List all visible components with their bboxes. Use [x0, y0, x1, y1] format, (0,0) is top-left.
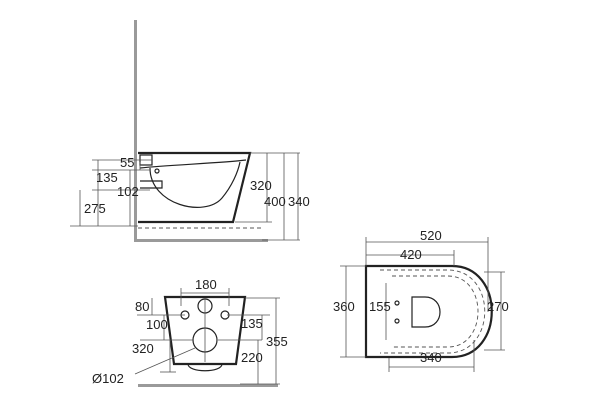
dim-102: 102	[117, 184, 139, 199]
bowl-dash	[392, 275, 479, 348]
floor-line	[134, 239, 268, 242]
bowl-inner	[149, 161, 241, 208]
dim-275: 275	[84, 201, 106, 216]
outlet-spigot	[140, 180, 163, 189]
wall-line	[134, 20, 137, 242]
dim-220: 220	[241, 350, 263, 365]
dim-d102: Ø102	[92, 371, 124, 386]
dim-320-front: 320	[132, 341, 154, 356]
dim-270: 270	[487, 299, 509, 314]
toilet-top-outline	[364, 264, 493, 359]
dim-180: 180	[195, 277, 217, 292]
dim-340: 340	[288, 194, 310, 209]
dim-400: 400	[264, 194, 286, 209]
leader-line	[134, 347, 196, 375]
dim-360: 360	[333, 299, 355, 314]
toilet-side-outline	[138, 151, 252, 224]
dim-155: 155	[369, 299, 391, 314]
toilet-base	[187, 363, 223, 372]
dim-135-front: 135	[241, 316, 263, 331]
dim-320: 320	[250, 178, 272, 193]
dim-55: 55	[120, 155, 134, 170]
fix-dot	[394, 318, 400, 324]
bowl-rim	[139, 159, 247, 169]
dim-340-top: 340	[420, 350, 442, 365]
dim-420: 420	[400, 247, 422, 262]
bowl-opening	[411, 296, 441, 328]
toilet-front-outline	[163, 295, 247, 366]
fixing-point	[154, 168, 160, 174]
front-view: 180 80 100 320 135 355 220 Ø102	[92, 277, 288, 387]
side-view: 55 135 102 275 320 400 340	[70, 20, 310, 242]
front-floor-line	[138, 384, 278, 387]
dim-135: 135	[96, 170, 118, 185]
dim-80: 80	[135, 299, 149, 314]
dim-100: 100	[146, 317, 168, 332]
dim-355: 355	[266, 334, 288, 349]
dim-520: 520	[420, 228, 442, 243]
rim-dash	[380, 269, 486, 354]
fix-dot	[394, 300, 400, 306]
top-view: 520 420 360 155 270 340	[333, 228, 509, 372]
